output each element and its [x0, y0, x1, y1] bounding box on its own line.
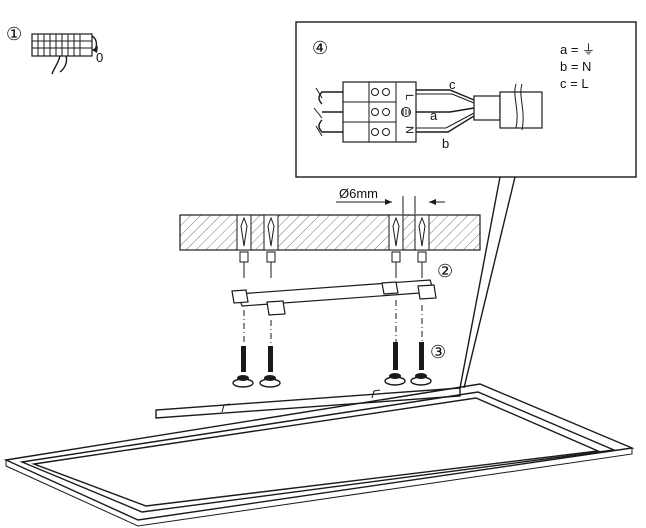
legend-line-3: c = L: [560, 76, 589, 91]
alignment-lines: [243, 300, 423, 345]
wire-a-label: a: [430, 108, 438, 123]
wall-anchor: [236, 214, 430, 251]
terminal-block: L N: [342, 81, 417, 143]
screw-icon: [232, 342, 432, 388]
mounting-bracket: [231, 279, 437, 316]
step4-wiring-box: ④ L N: [295, 21, 637, 178]
step4-number: ④: [312, 38, 328, 58]
terminal-n-label: N: [403, 126, 415, 134]
earth-terminal-icon: [401, 107, 411, 117]
wire-b-label: b: [442, 136, 449, 151]
step1-number: ①: [6, 24, 22, 44]
ceiling-section: Ø6mm: [179, 186, 481, 251]
hole-diameter-label: Ø6mm: [339, 186, 378, 201]
led-panel: [3, 383, 635, 527]
callout-pointer: [459, 176, 516, 389]
legend-line-1: a = ⏚: [560, 42, 595, 57]
fixture-wires: [313, 87, 343, 137]
hole-dimension: [336, 196, 445, 214]
wire-c-label: c: [449, 77, 456, 92]
step2-number: ②: [437, 261, 453, 281]
cable-icon: [31, 33, 98, 75]
wiring-box-frame: [295, 21, 637, 178]
terminal-l-label: L: [403, 94, 415, 100]
step1-cable-detail: ① 0: [6, 24, 103, 75]
step1-value: 0: [96, 50, 103, 65]
mains-wires: [416, 83, 543, 133]
step3-number: ③: [430, 342, 446, 362]
anchor-arrows: [239, 251, 427, 278]
legend-line-2: b = N: [560, 59, 591, 74]
